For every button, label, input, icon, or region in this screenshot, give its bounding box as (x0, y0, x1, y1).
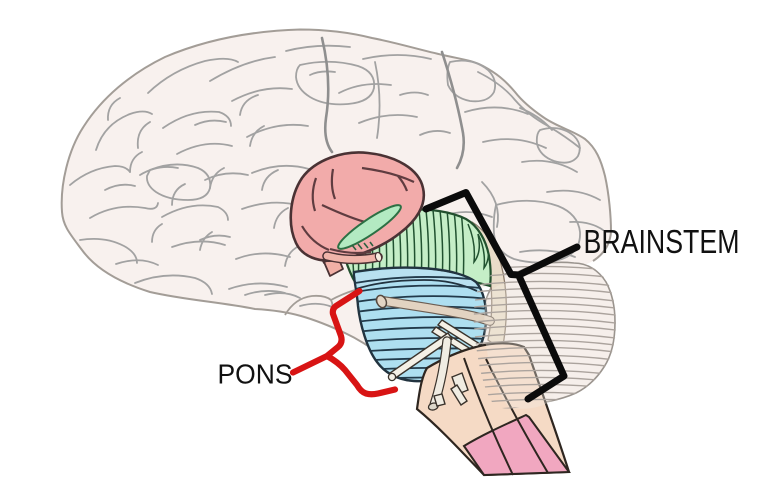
svg-text:BRAINSTEM: BRAINSTEM (584, 223, 740, 260)
svg-text:PONS: PONS (218, 359, 293, 390)
